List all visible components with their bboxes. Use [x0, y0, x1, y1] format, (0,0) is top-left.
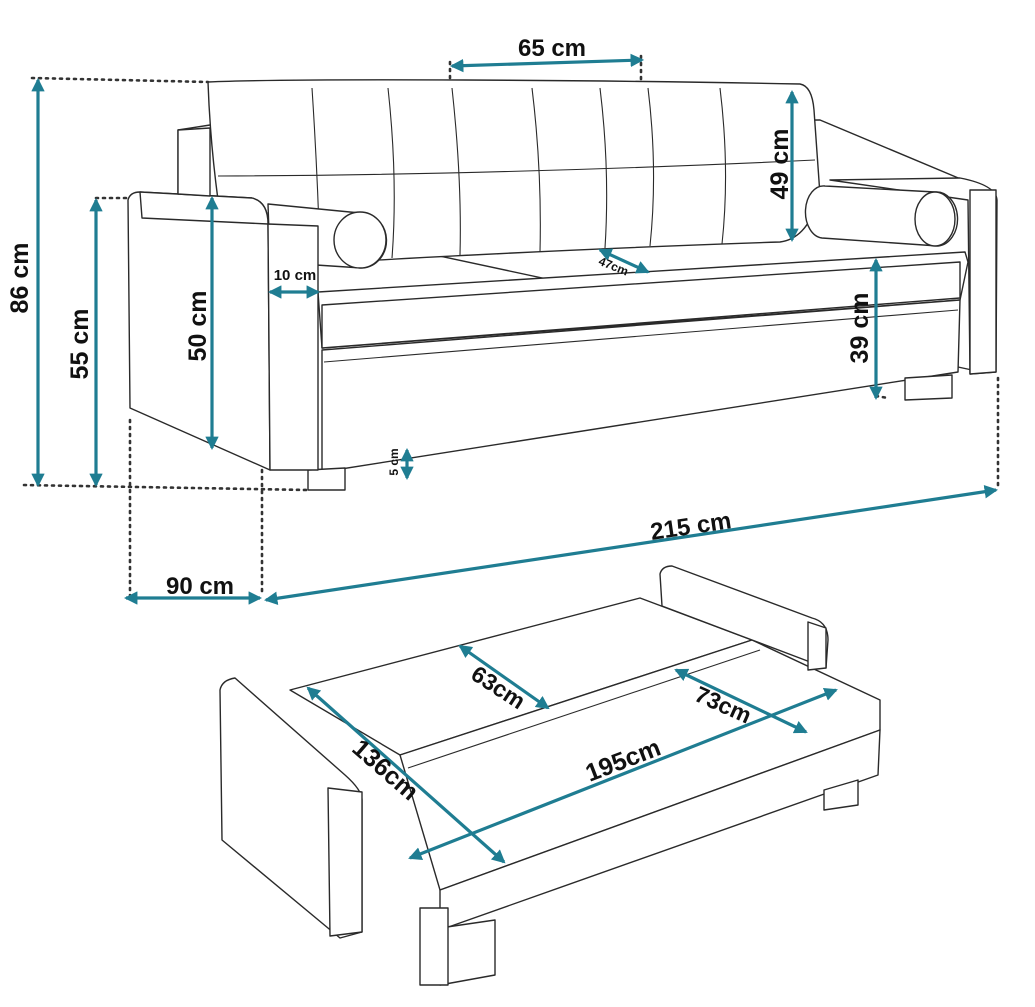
cushion-seam-3 [451, 87, 461, 256]
closed-sofa-drawing [127, 79, 998, 491]
arrow-seat-depth [598, 248, 650, 274]
label-depth: 90 cm [166, 573, 234, 600]
guide-bottom [22, 483, 310, 492]
label-width: 215 cm [649, 507, 734, 546]
foot-front [307, 467, 346, 491]
armrest-left-back [177, 127, 211, 197]
arrow-bed-length [408, 687, 838, 861]
label-cushion-height: 49 cm [766, 129, 794, 200]
label-seat-height: 39 cm [846, 293, 874, 364]
label-arm-width: 10 cm [274, 267, 317, 284]
label-inner-height: 50 cm [184, 291, 212, 362]
open-armrest-left-face [327, 787, 363, 937]
label-armrest-height: 55 cm [66, 309, 94, 380]
open-sofa-drawing [219, 565, 881, 986]
foot-back [904, 374, 953, 401]
cushion-seam-2 [387, 87, 395, 259]
guide-lines [22, 54, 1000, 598]
cushion-seam-6 [647, 87, 655, 247]
dimension-arrows [31, 53, 998, 864]
label-leg-height: 5 cm [387, 448, 401, 475]
drawer-line [323, 309, 959, 363]
bolster-right-end [914, 191, 956, 247]
cushion-seam-7 [719, 87, 727, 245]
bed-support [419, 907, 449, 986]
cushion-seam-4 [531, 87, 541, 253]
armrest-left-face [267, 223, 319, 471]
guide-seat-right [874, 394, 890, 400]
label-cushion-width: 65 cm [518, 35, 586, 62]
arrow-width [264, 485, 998, 605]
sofa-base [321, 299, 961, 473]
label-total-height: 86 cm [6, 243, 34, 314]
open-armrest-right-face [807, 621, 827, 671]
seat-front [321, 261, 961, 349]
armrest-right-face [969, 189, 997, 375]
cushion-seam-5 [599, 87, 608, 249]
arrow-cushion-width [449, 53, 645, 73]
guide-top [30, 76, 210, 84]
bolster-left-end [333, 211, 387, 269]
cushion-seam-h [217, 159, 816, 177]
